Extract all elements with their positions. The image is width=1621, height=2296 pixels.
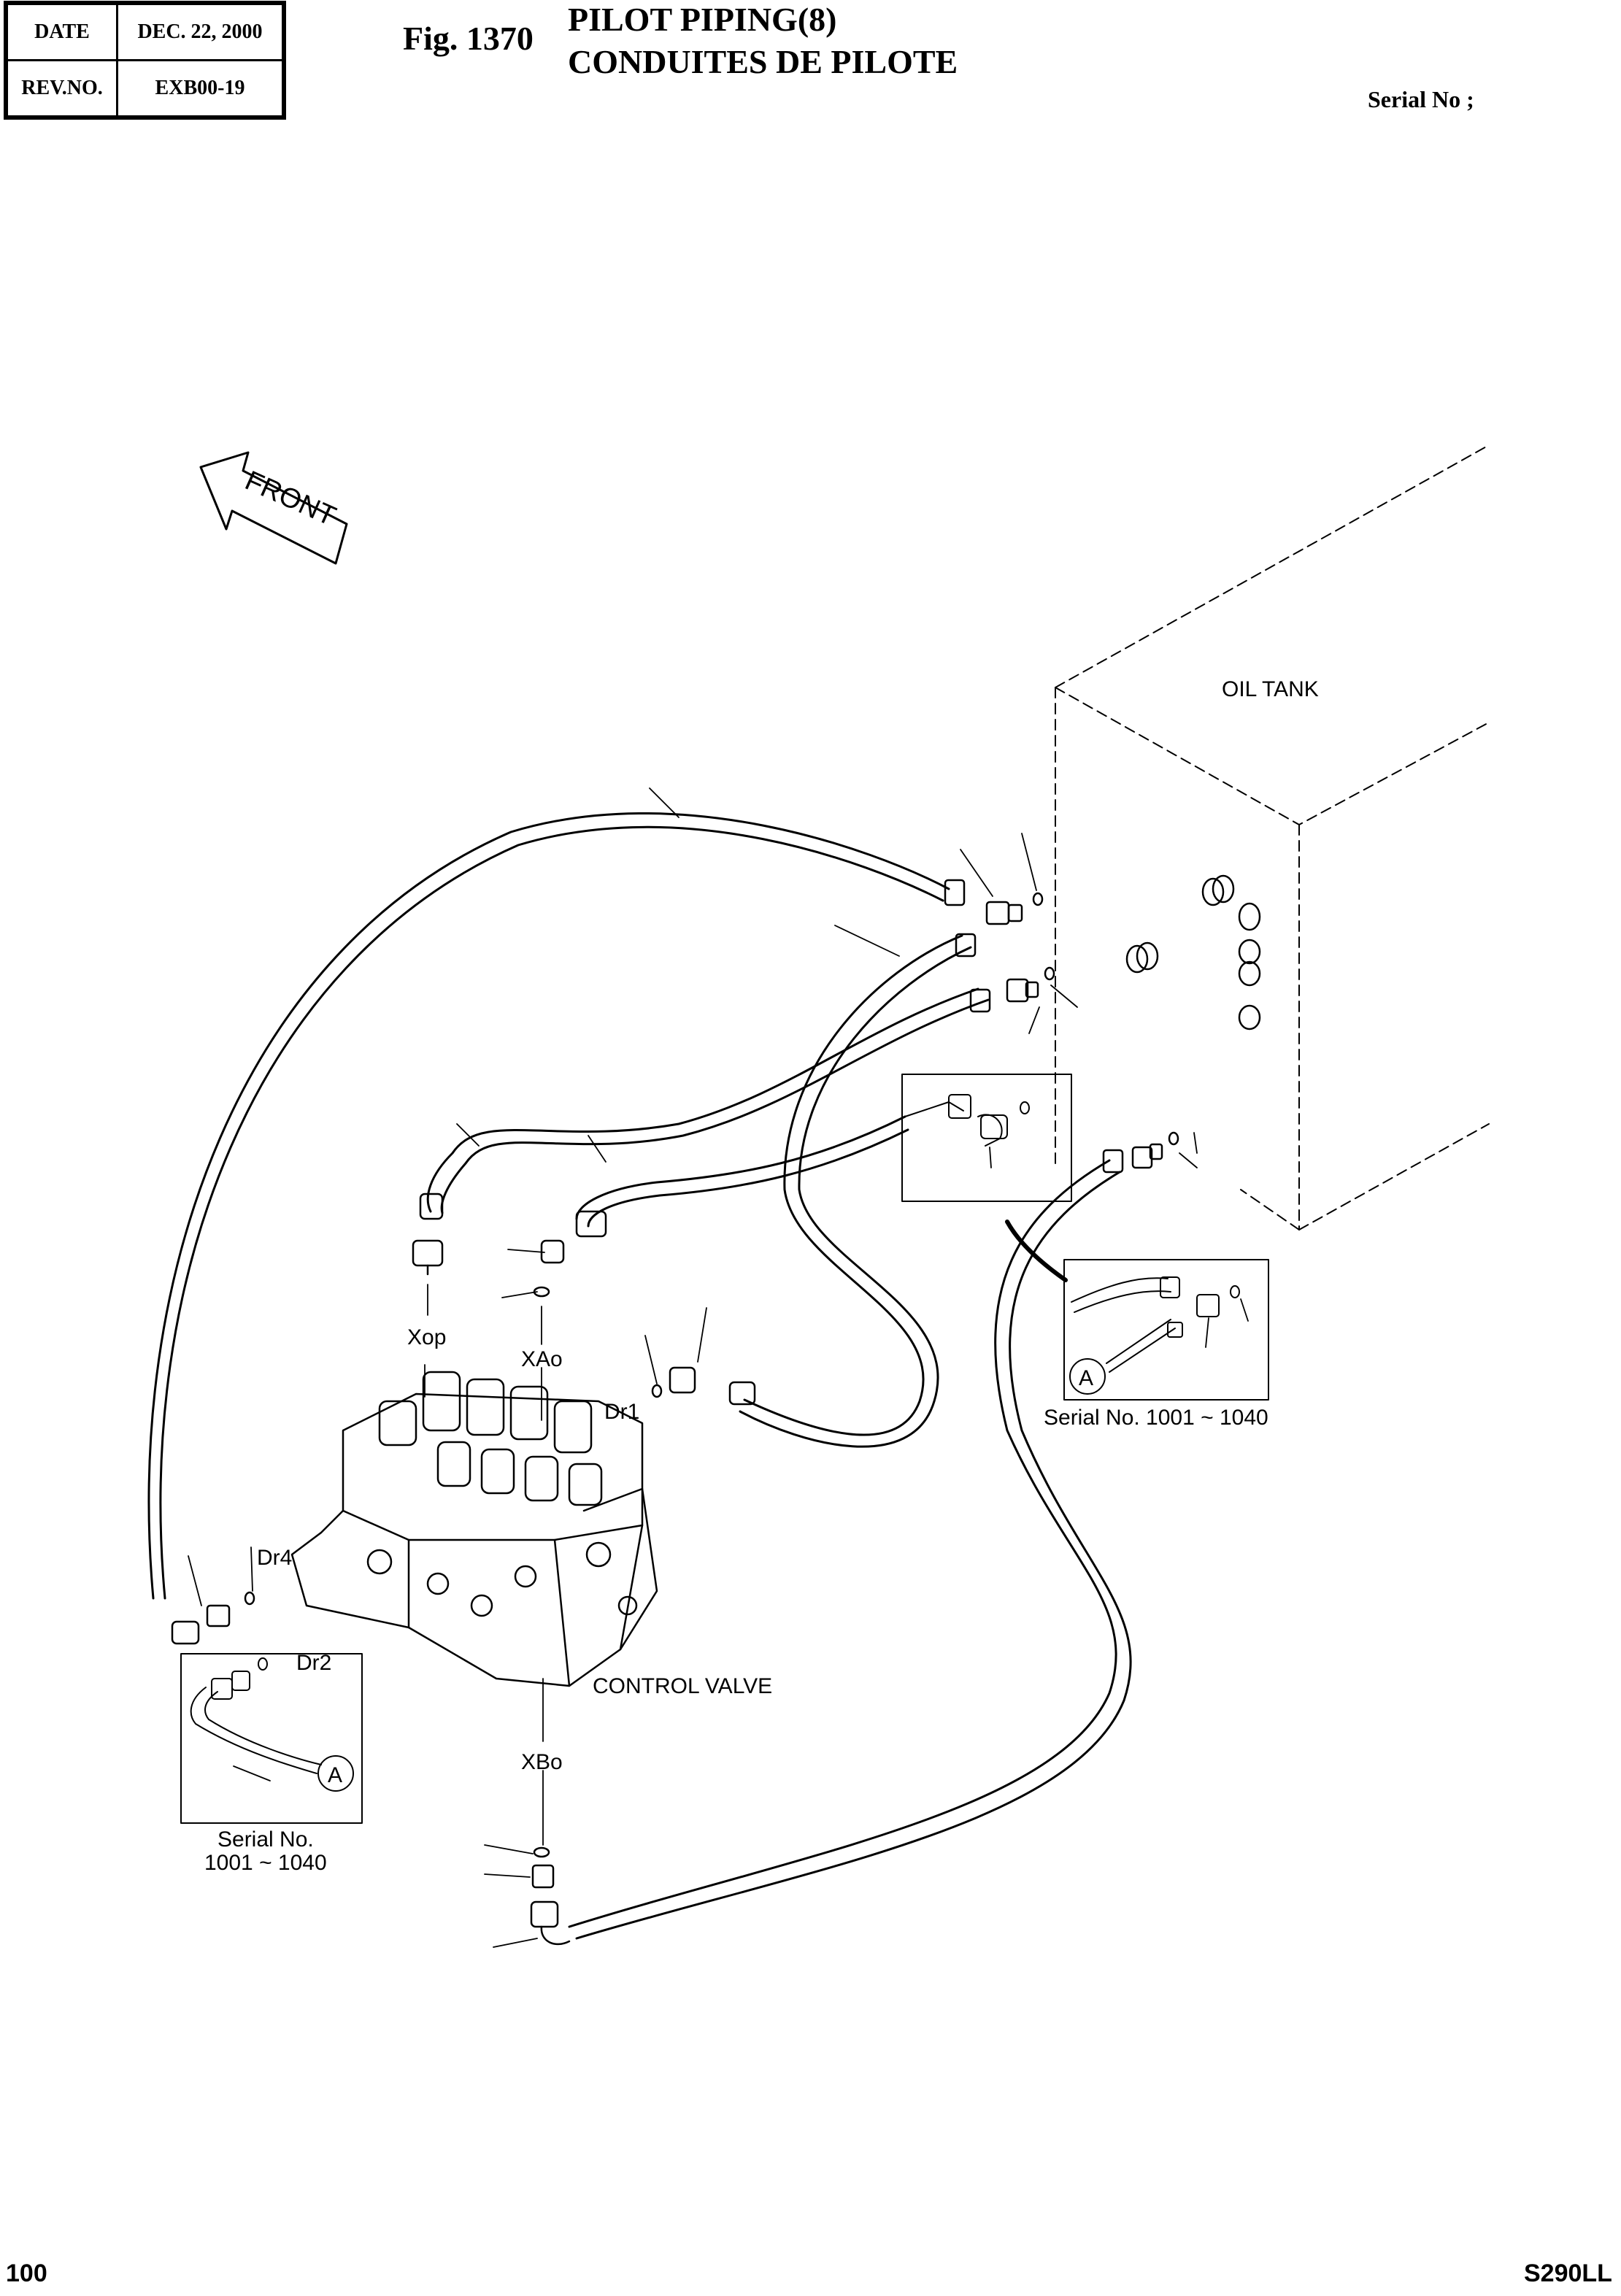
port-label-dr1: Dr1 [604,1400,639,1424]
oil-tank-label: OIL TANK [1222,677,1319,701]
hose-drain-main [147,812,950,1600]
rev-value: EXB00-19 [116,59,284,118]
detail-box-elbow [901,1074,1072,1202]
detail-marker-a-right: A [1079,1366,1093,1390]
figure-number: Fig. 1370 [403,20,534,57]
detail-serial-right: Serial No. 1001 ~ 1040 [1044,1406,1268,1430]
tank-fittings [944,879,1179,1174]
figure-title-fr: CONDUITES DE PILOTE [568,43,958,80]
detail-serial-left-line2: 1001 ~ 1040 [204,1851,327,1875]
port-label-xop: Xop [407,1325,446,1349]
leader-lines [188,787,1249,1948]
port-label-xbo: XBo [521,1750,563,1774]
oil-tank-outline [1055,444,1490,1230]
date-value: DEC. 22, 2000 [116,3,284,61]
control-valve-body [290,1371,658,1687]
hose-xao [575,1115,909,1228]
figure-title-en: PILOT PIPING(8) [568,1,837,38]
header-table: DATE DEC. 22, 2000 REV.NO. EXB00-19 [4,1,286,120]
detail-serial-left-line1: Serial No. [217,1827,314,1852]
port-label-xao: XAo [521,1347,563,1371]
valve-port-fittings [171,1193,756,1946]
rev-label: REV.NO. [6,59,118,118]
date-label: DATE [6,3,118,61]
port-label-dr4: Dr4 [257,1546,292,1570]
control-valve-label: CONTROL VALVE [593,1674,772,1698]
serial-label: Serial No ; [1368,86,1474,112]
front-arrow-icon [199,451,348,565]
port-label-dr2: Dr2 [296,1651,331,1675]
hose-dr1 [739,934,972,1448]
detail-marker-a-left: A [328,1763,342,1787]
detail-box-a-left [180,1653,363,1824]
tank-ports [1125,874,1261,1030]
page-number: 100 [6,2260,47,2287]
detail-box-a-right [1005,1220,1269,1401]
model-code: S290LL [1524,2260,1612,2287]
hose-xop [426,987,990,1214]
hose-xbo [568,1159,1132,1940]
